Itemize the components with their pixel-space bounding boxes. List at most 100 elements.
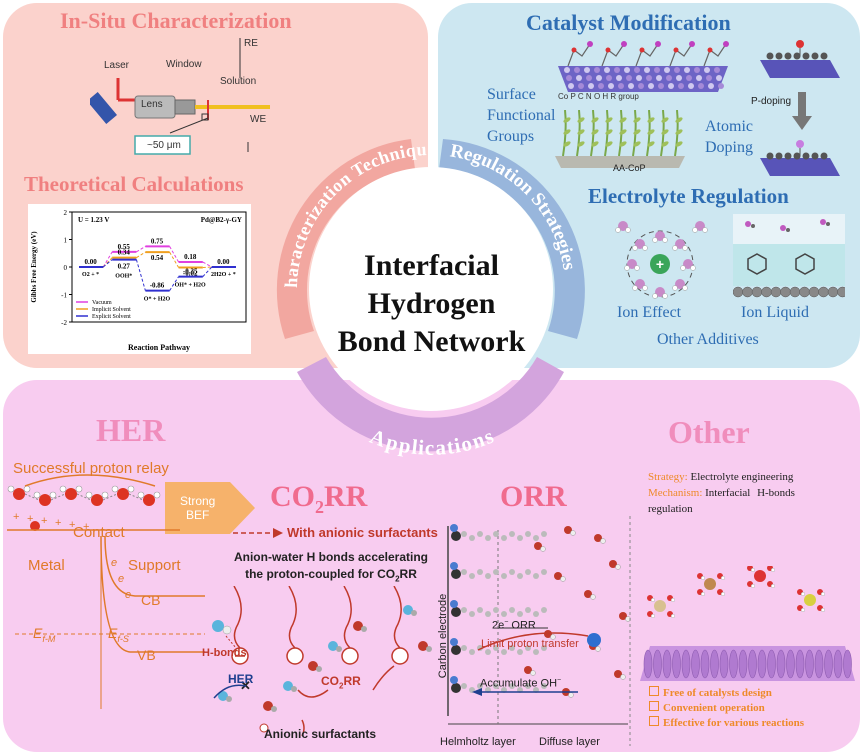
center-line3: Bond Network <box>337 325 526 358</box>
hydrogen-atom <box>111 485 119 493</box>
chain-atom <box>477 531 483 537</box>
surface-column <box>814 649 824 679</box>
surfactant-head <box>451 569 461 579</box>
element-legend: Co P C N O H R group <box>558 92 639 101</box>
legend-label: Vacuum <box>92 300 112 306</box>
legend-label: Explicit Solvent <box>92 314 131 320</box>
hydrogen-atom <box>33 491 41 499</box>
reaction-arrow <box>297 689 329 698</box>
chain-atom <box>501 573 507 579</box>
water-molecule <box>544 630 552 638</box>
energy-chart-box <box>28 204 251 354</box>
graphene-bottom-image <box>760 140 840 176</box>
system-label: Pd@B2-γ-GY <box>201 216 242 224</box>
chain-atom <box>501 535 507 541</box>
carbon-atom <box>766 152 774 160</box>
chain-atom <box>517 649 523 655</box>
electrode-atom <box>733 286 744 298</box>
h-bond <box>128 493 144 501</box>
chain-atom <box>477 569 483 575</box>
ion-effect-image: + <box>615 221 708 299</box>
leaf <box>675 141 683 147</box>
h-bond <box>225 635 237 649</box>
carbon-atom <box>766 52 774 60</box>
cb-label: CB <box>141 592 161 608</box>
mechanism-value: Interfacial H-bonds <box>705 487 795 499</box>
chain-atom <box>493 645 499 651</box>
surface-atom <box>624 67 630 73</box>
chain-atom <box>533 573 539 579</box>
chain-atom <box>533 611 539 617</box>
surface-atom <box>694 67 700 73</box>
water-h <box>820 592 825 597</box>
surface-atom <box>664 67 670 73</box>
accumulate-label: Accumulate OH− <box>480 677 562 690</box>
surface-column <box>757 649 767 679</box>
solute-ion <box>654 600 666 612</box>
hydrogen-atom <box>59 485 67 493</box>
chain-atom <box>517 611 523 617</box>
surface-atom <box>638 83 644 89</box>
water-molecule <box>584 590 592 598</box>
water-o <box>675 279 685 289</box>
orr-interface-diagram <box>447 524 631 725</box>
surface-atom <box>686 75 692 81</box>
other-title: Other <box>668 414 750 450</box>
y-tick-label: 2 <box>64 209 68 217</box>
leaf <box>577 117 585 123</box>
chain-atom <box>517 535 523 541</box>
legend-tail-icon <box>301 719 305 736</box>
ring-molecule <box>795 253 815 275</box>
oxygen-atom <box>13 488 25 500</box>
bef-line2: BEF <box>186 508 210 522</box>
dashed-arrow <box>233 528 283 538</box>
leaf <box>563 117 571 123</box>
carbon-atom <box>802 152 810 160</box>
r-group-chains <box>567 41 729 67</box>
water-h <box>662 237 668 243</box>
y-tick-label: -1 <box>61 292 67 300</box>
water-h <box>652 293 658 299</box>
water-h <box>624 265 630 271</box>
in-situ-title: In-Situ Characterization <box>60 8 292 33</box>
legend-n: N <box>585 92 592 101</box>
surface-atom <box>596 75 602 81</box>
water-h <box>682 285 688 291</box>
surfactant-head <box>451 645 461 655</box>
water-h <box>770 568 775 572</box>
r-atom <box>655 41 661 47</box>
chain-atom <box>509 645 515 651</box>
chain-atom <box>461 607 467 613</box>
electrode-atom <box>808 286 820 298</box>
o-atom <box>707 47 713 53</box>
surface-column <box>643 649 653 679</box>
electrode-atom <box>761 286 772 298</box>
surfactant-head <box>451 683 461 693</box>
surface-atom <box>574 67 580 73</box>
solute-ion <box>754 570 766 582</box>
energy-value-label: 0.18 <box>184 253 197 261</box>
catalyst-surface-image <box>558 41 729 92</box>
leaf <box>605 129 613 135</box>
ring-segment-characterization <box>276 139 415 339</box>
leaf <box>661 117 669 123</box>
chain-atom <box>525 569 531 575</box>
surface-line1: Surface <box>487 86 536 103</box>
electron-label: e <box>118 573 124 585</box>
ion <box>820 219 826 225</box>
o-atom <box>605 47 611 53</box>
water-h <box>701 592 706 597</box>
legend-r: R group <box>610 92 639 101</box>
molecule-h <box>316 666 322 672</box>
water-o <box>695 221 705 231</box>
chain-atom <box>541 531 547 537</box>
energy-value-label: 0.55 <box>118 243 131 251</box>
surface-atom <box>604 67 610 73</box>
water-h <box>682 245 688 251</box>
surface-column <box>805 649 814 679</box>
lens-label: Lens <box>141 99 163 110</box>
cation <box>450 638 458 646</box>
water-h <box>650 598 655 603</box>
water-h <box>672 285 678 291</box>
hydrogen-atom <box>101 491 109 499</box>
